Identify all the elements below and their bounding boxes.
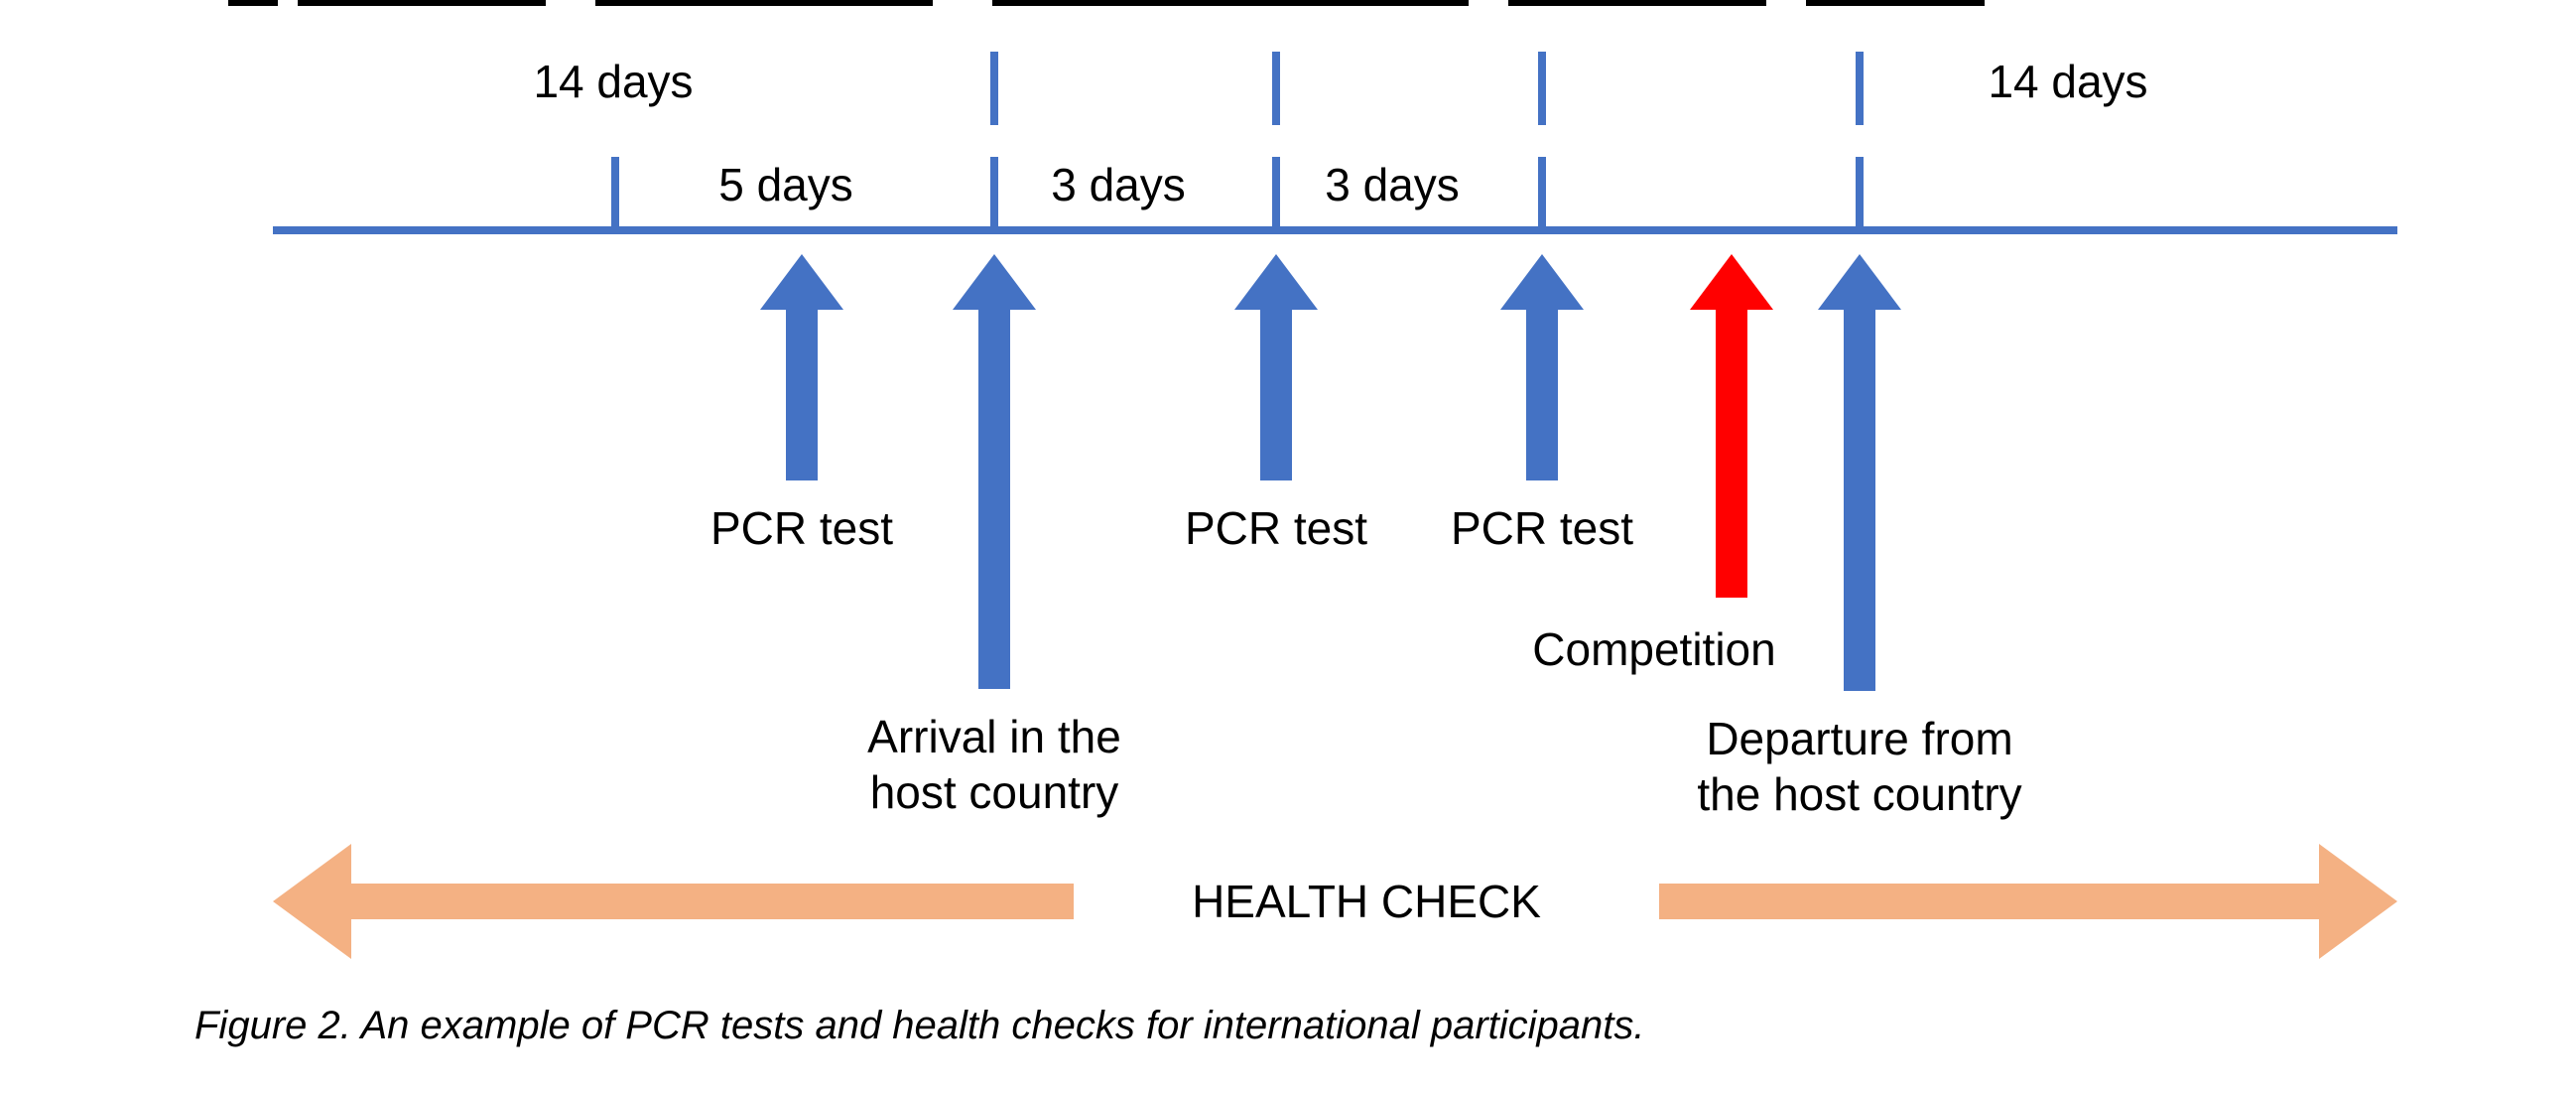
- pcr-test-2-arrow: [1234, 254, 1318, 480]
- pcr-test-1-arrow: [760, 254, 843, 480]
- pcr-test-1-label: PCR test: [710, 502, 893, 554]
- pcr-test-3-label: PCR test: [1451, 502, 1633, 554]
- arrival-label-line2: host country: [870, 766, 1119, 818]
- departure-label-line2: the host country: [1697, 768, 2021, 820]
- departure-label-line1: Departure from: [1706, 713, 2012, 764]
- timeline-ticks: [611, 157, 1864, 230]
- figure-caption: Figure 2. An example of PCR tests and he…: [194, 1004, 1645, 1047]
- arrival-arrow: [953, 254, 1036, 689]
- top-text-fragment: [298, 0, 546, 6]
- top-text-fragment: [228, 0, 278, 6]
- top-text-fragment: [1806, 0, 1985, 6]
- period-label-3days-2: 3 days: [1325, 159, 1460, 210]
- top-text-fragment: [595, 0, 933, 6]
- departure-arrow: [1818, 254, 1901, 691]
- pcr-test-3-arrow: [1500, 254, 1584, 480]
- timeline-dashed-ticks: [990, 52, 1864, 125]
- top-text-fragment: [1508, 0, 1766, 6]
- health-check-left-arrow: [273, 844, 1074, 959]
- pcr-test-2-label: PCR test: [1185, 502, 1367, 554]
- top-text-fragments: [228, 0, 1985, 6]
- competition-label: Competition: [1532, 623, 1775, 675]
- period-label-3days-1: 3 days: [1051, 159, 1186, 210]
- period-label-before: 14 days: [533, 56, 693, 107]
- competition-arrow: [1690, 254, 1773, 598]
- health-check-right-arrow: [1659, 844, 2397, 959]
- period-label-after: 14 days: [1988, 56, 2147, 107]
- arrival-label-line1: Arrival in the: [867, 711, 1121, 762]
- period-label-5days: 5 days: [718, 159, 853, 210]
- top-text-fragment: [992, 0, 1469, 6]
- health-check-label: HEALTH CHECK: [1192, 876, 1541, 927]
